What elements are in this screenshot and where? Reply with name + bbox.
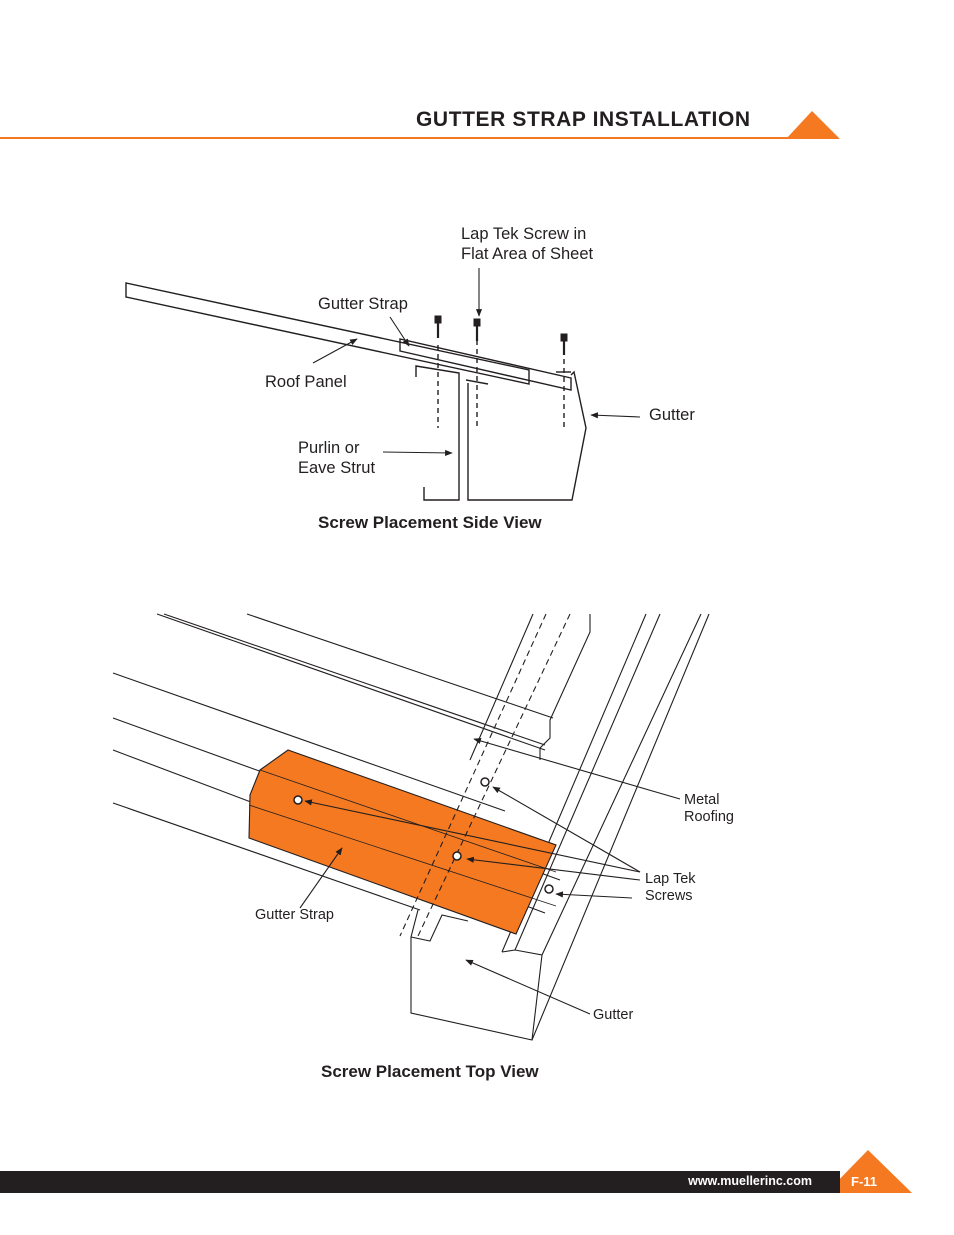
purlin-shape xyxy=(415,365,460,501)
gutter-strap-shape xyxy=(399,338,572,391)
screw-icon xyxy=(434,315,568,355)
footer-url[interactable]: www.muellerinc.com xyxy=(688,1174,812,1188)
label-gutter: Gutter xyxy=(649,406,695,424)
footer-bar xyxy=(0,1171,840,1193)
label-purlin: Purlin or Eave Strut xyxy=(298,439,376,477)
label-roof-panel: Roof Panel xyxy=(265,373,347,391)
label-gutter-strap: Gutter Strap xyxy=(318,295,408,313)
side-view-caption: Screw Placement Side View xyxy=(318,513,542,532)
gutter-strap-top xyxy=(248,749,557,935)
page-number: F-11 xyxy=(851,1174,878,1189)
gutter-shape xyxy=(467,370,587,501)
label-top-gutter: Gutter xyxy=(593,1007,634,1023)
top-view-screw-lines xyxy=(399,613,571,937)
screw-head-icon xyxy=(293,777,554,894)
label-top-gutter-strap: Gutter Strap xyxy=(255,907,334,923)
roof-panel-shape xyxy=(125,282,530,385)
header-triangle xyxy=(786,111,840,139)
footer-triangle xyxy=(826,1150,912,1193)
page-title: GUTTER STRAP INSTALLATION xyxy=(416,108,751,131)
label-lap-tek-screw: Lap Tek Screw in Flat Area of Sheet xyxy=(461,225,594,263)
side-view-diagram xyxy=(125,282,587,501)
top-view-caption: Screw Placement Top View xyxy=(321,1062,539,1081)
side-view-leaders xyxy=(312,268,641,456)
header-rule xyxy=(0,137,790,139)
top-gutter-shape xyxy=(410,613,710,1041)
label-metal-roofing: Metal Roofing xyxy=(684,792,734,825)
top-view-leaders xyxy=(299,737,681,1015)
label-lap-tek-screws: Lap Tek Screws xyxy=(645,871,696,904)
